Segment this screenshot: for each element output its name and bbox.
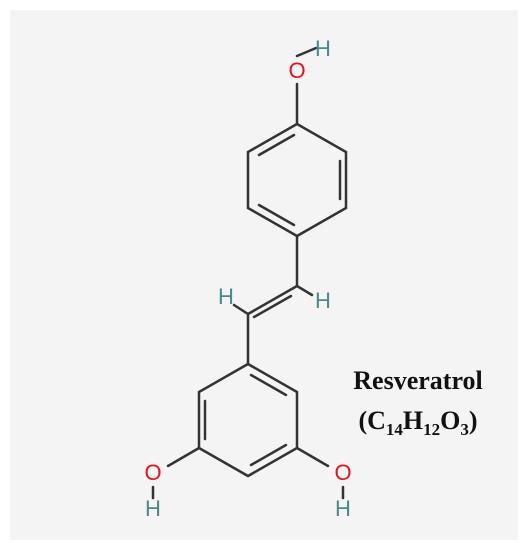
bond-right-o-ring xyxy=(295,446,330,468)
right-oxygen-label: O xyxy=(334,460,351,485)
top-oxygen-label: O xyxy=(288,58,305,83)
formula-hydrogen-count: 12 xyxy=(423,420,440,439)
top-ring-double-bond-2 xyxy=(257,203,296,227)
top-ring-double-bond-3 xyxy=(257,133,296,157)
bonds xyxy=(151,46,348,500)
top-hydrogen-label: H xyxy=(315,36,331,61)
formula-oxygen-count: 3 xyxy=(460,420,469,439)
bottom-benzene-ring xyxy=(197,362,299,478)
formula-carbon-count: 14 xyxy=(386,420,404,439)
formula-carbon: C xyxy=(367,406,386,435)
top-benzene-ring xyxy=(246,122,348,238)
compound-formula: (C14H12O3) xyxy=(358,406,477,439)
formula-open-paren: ( xyxy=(358,406,367,435)
bond-vinyl-h-left xyxy=(232,303,250,316)
figure-background xyxy=(10,10,518,540)
bottom-ring-double-bond-1 xyxy=(249,373,288,397)
right-hydrogen-label: H xyxy=(335,496,351,521)
left-hydrogen-label: H xyxy=(145,496,161,521)
bond-left-o-ring xyxy=(166,446,201,468)
vinyl-double-bond-outer xyxy=(246,284,299,316)
bond-vinyl-h-right xyxy=(295,284,314,297)
vinyl-hydrogen-left-label: H xyxy=(218,284,234,309)
formula-hydrogen: H xyxy=(403,406,423,435)
vinyl-hydrogen-right-label: H xyxy=(315,288,331,313)
vinyl-double-bond-inner xyxy=(252,294,293,319)
left-oxygen-label: O xyxy=(144,460,161,485)
bottom-ring-double-bond-2 xyxy=(249,443,288,467)
compound-name: Resveratrol xyxy=(353,366,482,395)
bond-top-o-h xyxy=(295,46,318,58)
formula-close-paren: ) xyxy=(469,406,478,435)
formula-oxygen: O xyxy=(440,406,460,435)
